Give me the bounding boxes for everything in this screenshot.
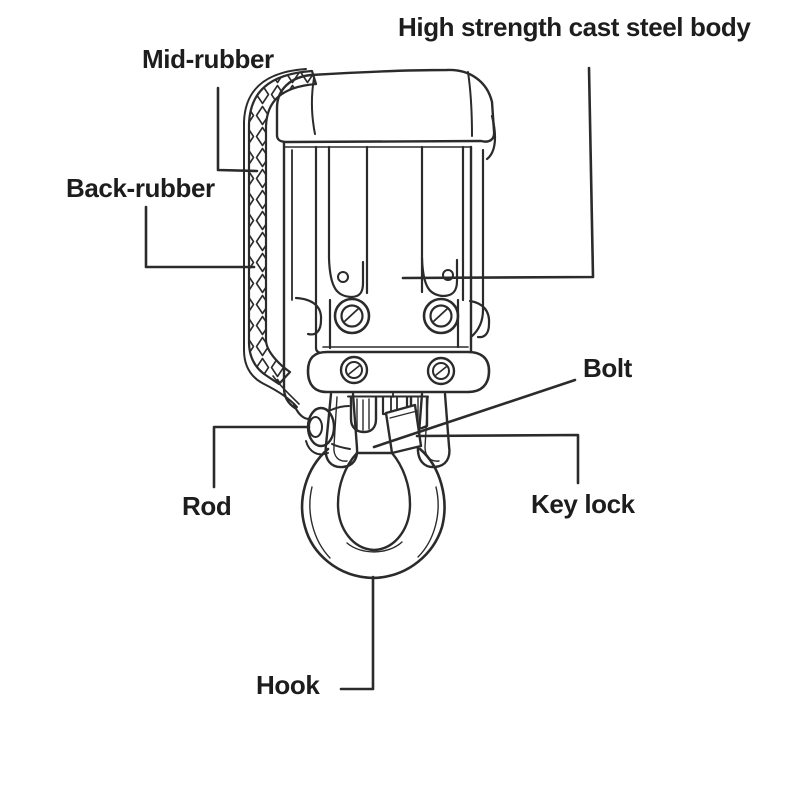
label-rod: Rod bbox=[182, 491, 232, 521]
label-bolt: Bolt bbox=[583, 353, 632, 383]
leader-key-lock bbox=[415, 433, 580, 485]
leader-back-rubber bbox=[144, 205, 256, 269]
leader-lines bbox=[144, 66, 595, 691]
leader-rod bbox=[212, 425, 311, 489]
leader-mid-rubber bbox=[216, 86, 259, 173]
leader-bolt bbox=[372, 378, 577, 449]
label-back-rubber: Back-rubber bbox=[66, 173, 215, 203]
rod-part bbox=[292, 402, 351, 456]
leader-cast-steel-body bbox=[401, 66, 595, 280]
label-mid-rubber: Mid-rubber bbox=[142, 44, 274, 74]
leader-hook bbox=[339, 575, 375, 691]
steel-body-cap bbox=[275, 68, 497, 161]
upper-bolts bbox=[333, 297, 460, 335]
label-cast-steel-body: High strength cast steel body bbox=[398, 12, 751, 42]
key-lock-plate bbox=[384, 403, 423, 455]
label-hook: Hook bbox=[256, 670, 320, 700]
label-key-lock: Key lock bbox=[531, 489, 635, 519]
back-rubber-strip bbox=[243, 68, 318, 408]
cast-steel-body bbox=[282, 140, 491, 410]
bottom-bar bbox=[306, 350, 491, 394]
shackle-hook bbox=[300, 447, 446, 580]
